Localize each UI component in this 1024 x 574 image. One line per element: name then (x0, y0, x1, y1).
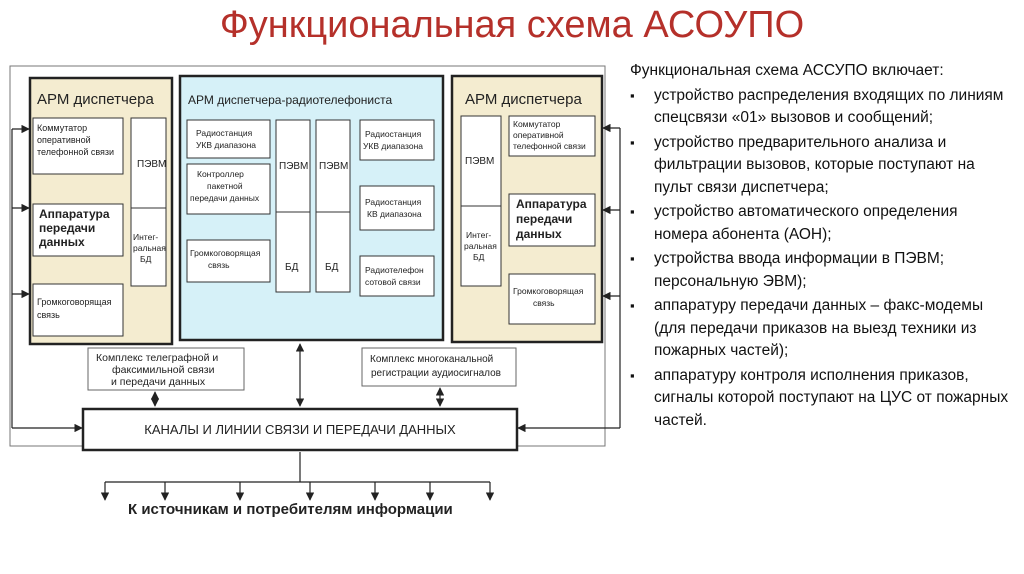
radiophone: Радиотелефон сотовой связи (365, 265, 426, 287)
pevm-1: ПЭВМ (279, 161, 308, 172)
description-list: устройство распределения входящих по лин… (630, 85, 1010, 433)
arm-right-panel: АРМ диспетчера ПЭВМ Интег- ральная БД Ко… (450, 74, 604, 344)
radio-ukv-left: Радиостанция УКВ диапазона (196, 128, 256, 150)
arm-left-db: Интег- ральная БД (133, 232, 168, 264)
channels-label: КАНАЛЫ И ЛИНИИ СВЯЗИ И ПЕРЕДАЧИ ДАННЫХ (144, 422, 456, 437)
list-item: устройство автоматического определения н… (630, 201, 1010, 246)
multichannel-complex: Комплекс многоканальной регистрации ауди… (370, 354, 501, 379)
telegraph-complex-box (87, 347, 245, 391)
pevm-2: ПЭВМ (319, 161, 348, 172)
arm-right-commutator: Коммутатор оперативной телефонной связи (513, 119, 586, 151)
arm-left-commutator: Коммутатор оперативной телефонной связи (37, 123, 114, 157)
arm-right-loudspeaker: Громкоговорящая связь (513, 286, 586, 308)
db-1: БД (285, 262, 299, 273)
list-item: устройства ввода информации в ПЭВМ; перс… (630, 248, 1010, 293)
arm-left-title: АРМ диспетчера (37, 91, 154, 108)
multichannel-box (361, 347, 517, 387)
description-panel: Функциональная схема АССУПО включает: ус… (630, 60, 1010, 434)
arm-right-title: АРМ диспетчера (465, 91, 582, 108)
channels-bar (81, 407, 519, 452)
arm-center-loudspeaker: Громкоговорящая связь (190, 248, 263, 270)
sources-label: К источникам и потребителям информации (128, 501, 453, 518)
arm-right-db: Интег- ральная БД (464, 230, 499, 262)
radio-kv: Радиостанция КВ диапазона (365, 197, 424, 219)
db-2: БД (325, 262, 339, 273)
arm-left-panel: АРМ диспетчера Коммутатор оперативной те… (28, 76, 174, 346)
list-item: устройство распределения входящих по лин… (630, 85, 1010, 130)
arm-center-panel: АРМ диспетчера-радиотелефониста Радиоста… (178, 74, 445, 342)
radio-ukv-right: Радиостанция УКВ диапазона (363, 129, 424, 151)
arm-right-apparatus: Аппаратура передачи данных (516, 197, 590, 241)
description-intro: Функциональная схема АССУПО включает: (630, 62, 944, 79)
arm-center-title: АРМ диспетчера-радиотелефониста (188, 93, 392, 107)
packet-controller: Контроллер пакетной передачи данных (190, 169, 260, 203)
connectors (11, 123, 621, 501)
functional-diagram: АРМ диспетчера Коммутатор оперативной те… (9, 65, 621, 518)
arm-left-apparatus: Аппаратура передачи данных (39, 207, 113, 249)
page-title: Функциональная схема АСОУПО (219, 4, 805, 46)
list-item: устройство предварительного анализа и фи… (630, 132, 1010, 200)
list-item: аппаратуру контроля исполнения приказов,… (630, 365, 1010, 433)
telegraph-complex: Комплекс телеграфной и факсимильной связ… (96, 352, 221, 388)
arm-left-pevm: ПЭВМ (137, 159, 166, 170)
arm-left-loudspeaker: Громкоговорящая связь (37, 297, 114, 320)
arm-right-pevm: ПЭВМ (465, 156, 494, 167)
list-item: аппаратуру передачи данных – факс-модемы… (630, 295, 1010, 363)
